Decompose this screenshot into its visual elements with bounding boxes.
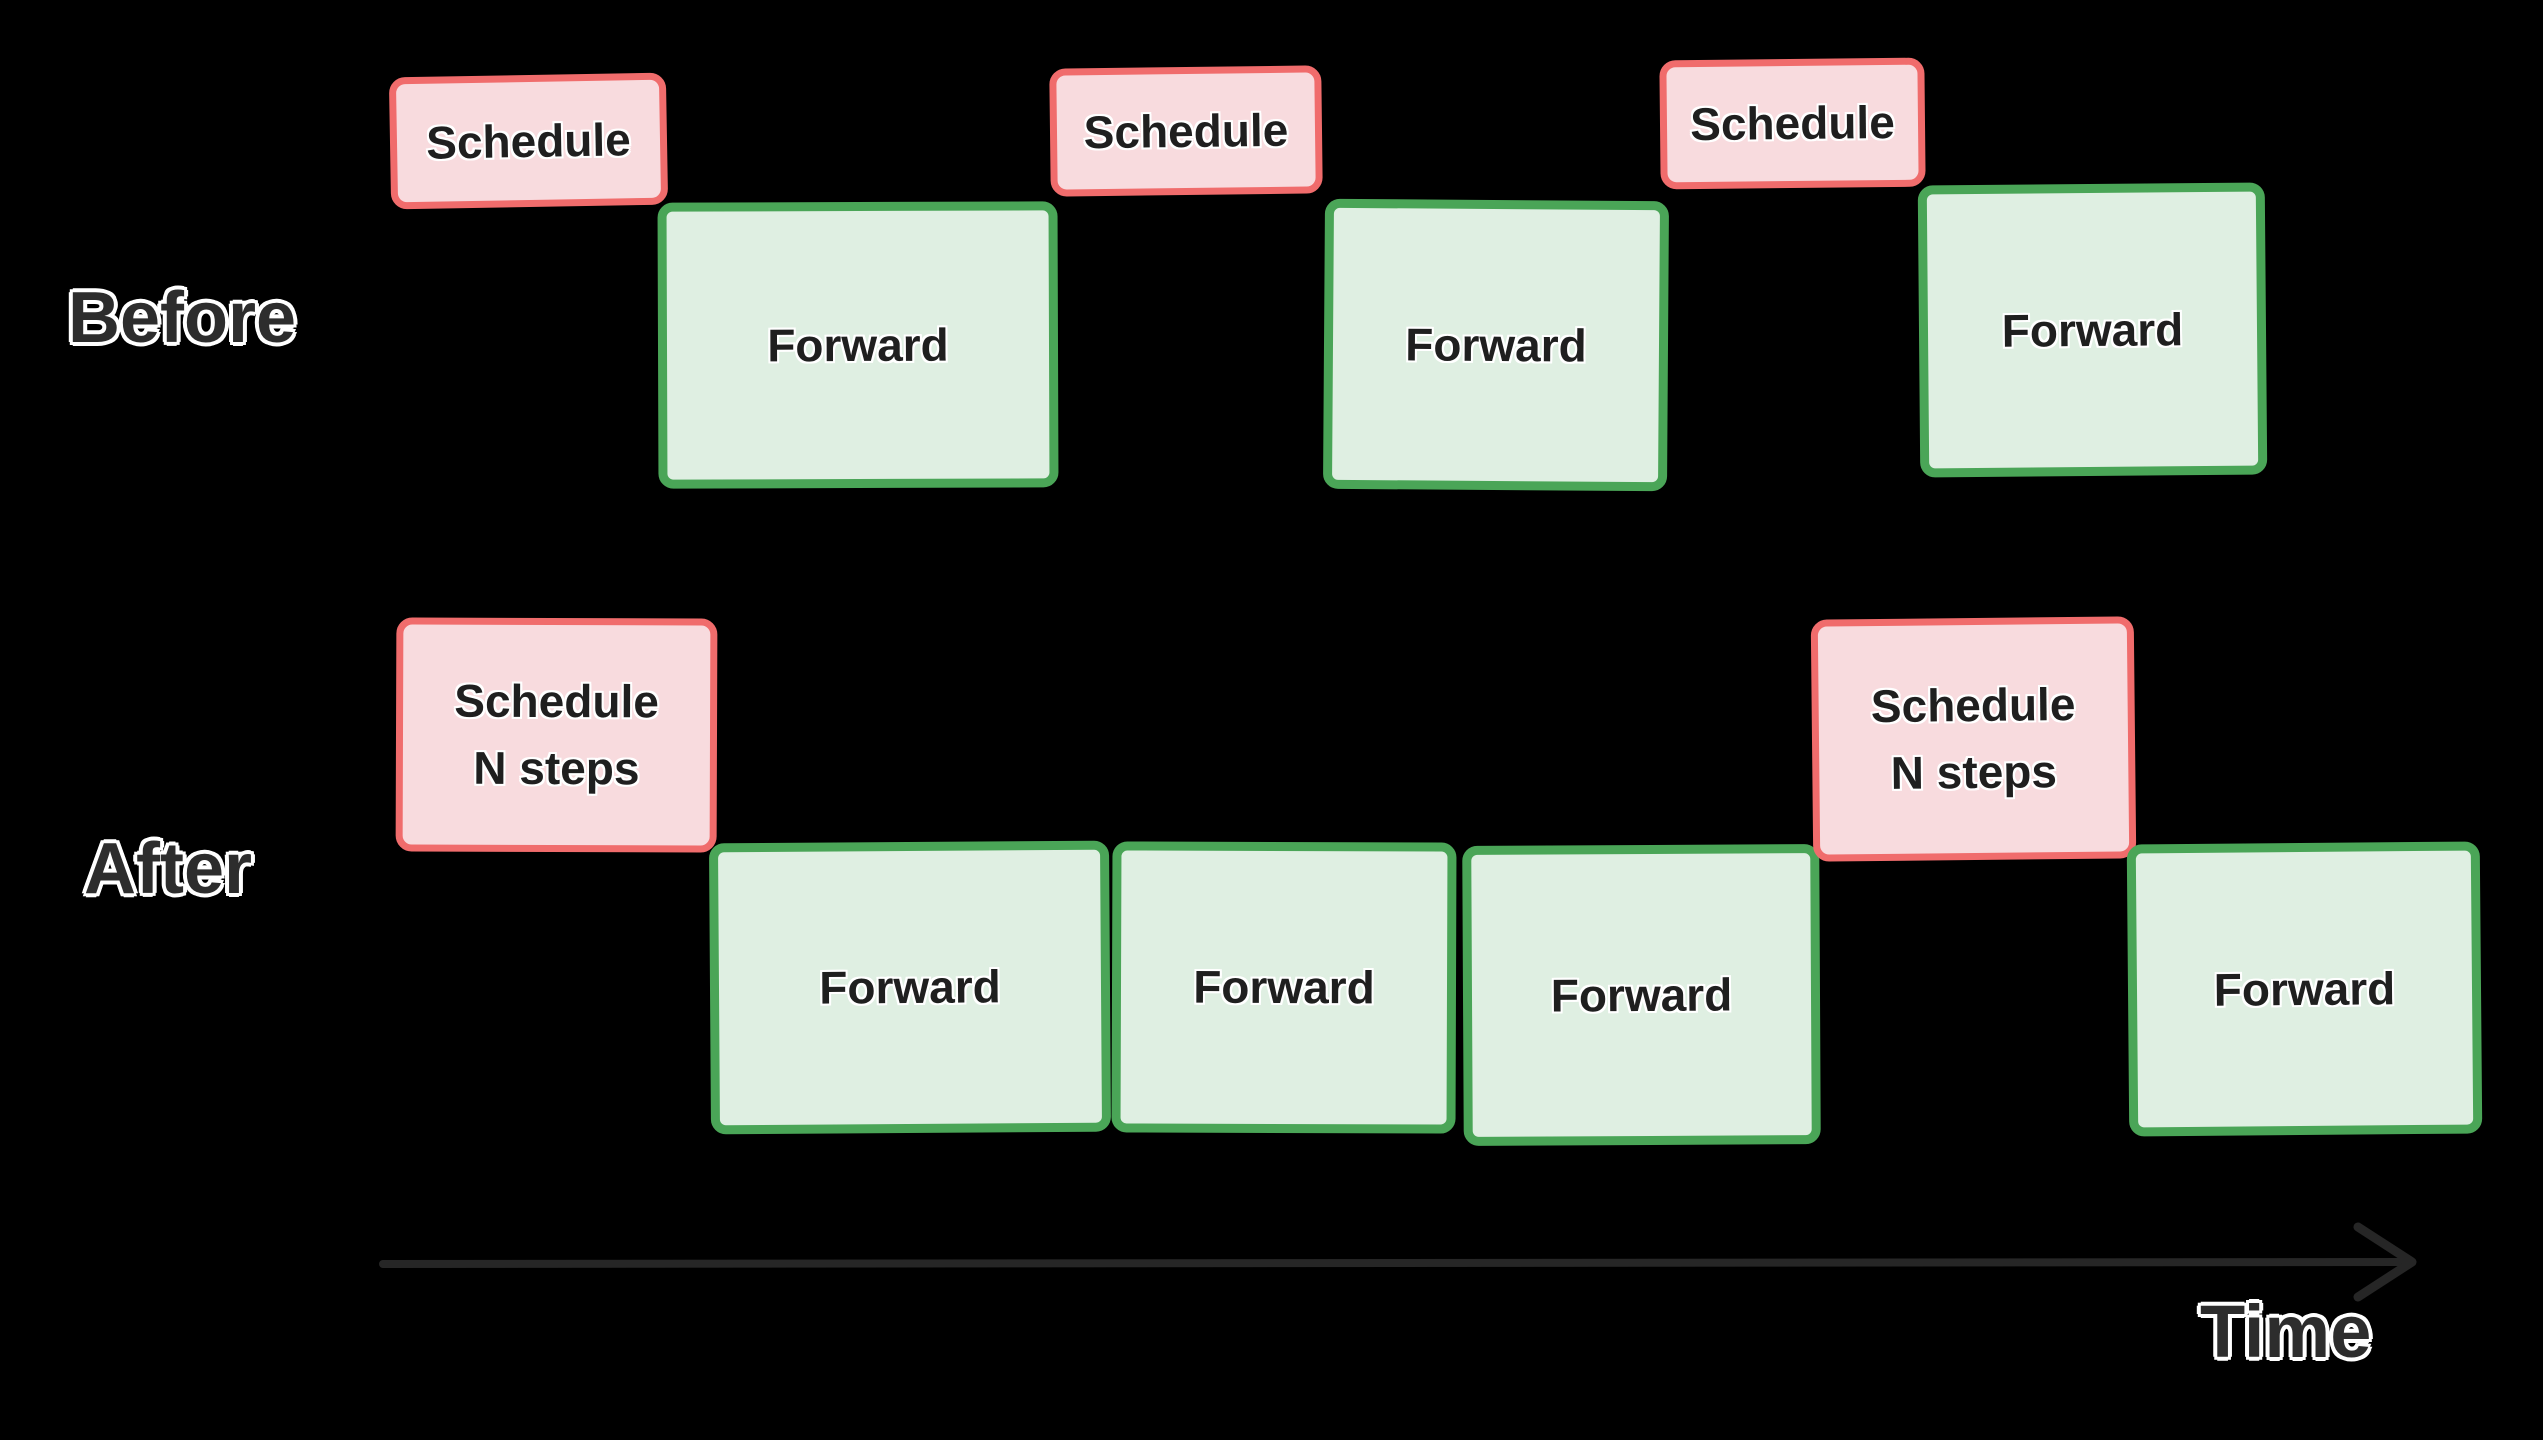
after-forward-box-3: Forward [1462,844,1821,1146]
before-forward-box-2: Forward [1322,198,1670,492]
after-schedule-n-steps-box-2: Schedule N steps [1810,616,2137,862]
box-label: Forward [2001,302,2184,357]
after-forward-box-2: Forward [1111,841,1457,1134]
after-row-label: After [84,829,253,909]
box-label: Forward [1193,960,1375,1014]
box-label: Schedule [1689,96,1896,151]
after-forward-box-4: Forward [2126,841,2483,1137]
before-schedule-box-3: Schedule [1659,57,1926,190]
box-label: Forward [2213,961,2396,1016]
before-schedule-box-2: Schedule [1049,65,1323,197]
box-label: Schedule N steps [1870,678,2076,799]
after-forward-box-1: Forward [708,840,1112,1135]
before-row-label: Before [68,278,297,358]
before-schedule-box-1: Schedule [388,72,669,210]
box-label: Forward [819,960,1001,1014]
box-label: Schedule [1083,103,1289,158]
after-schedule-n-steps-box-1: Schedule N steps [395,617,718,853]
before-forward-box-1: Forward [657,201,1059,489]
box-label: Schedule [425,112,632,169]
box-label: Schedule N steps [454,674,659,795]
box-label: Forward [1550,968,1733,1022]
before-forward-box-3: Forward [1917,182,2268,478]
box-label: Forward [767,318,949,371]
box-label: Forward [1405,318,1587,372]
time-axis-label: Time [2200,1290,2372,1373]
